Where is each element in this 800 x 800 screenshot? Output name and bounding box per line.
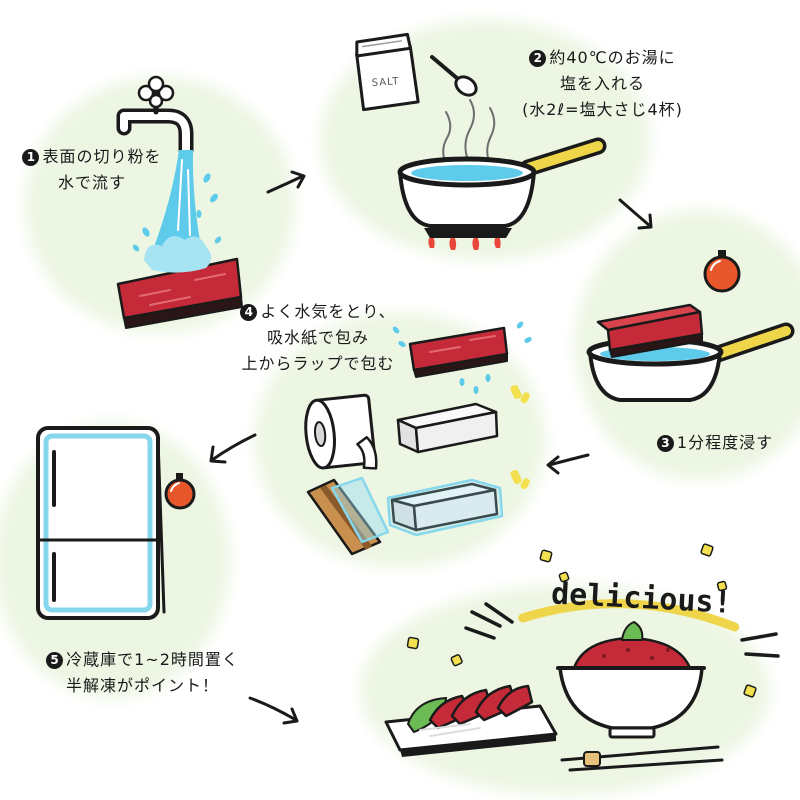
step-3-number-badge: 3 bbox=[656, 435, 674, 452]
step-2-line-2: 塩を入れる bbox=[559, 74, 645, 93]
step-4-text: よく水気をとり、 bbox=[260, 302, 396, 321]
step-1-number-badge: 1 bbox=[22, 149, 40, 166]
step-5-line-2: 半解凍がポイント！ bbox=[65, 676, 219, 695]
step-5-illustration bbox=[36, 426, 196, 620]
step-1-line-2: 水で流す bbox=[57, 173, 126, 192]
sparkle-marks bbox=[510, 384, 530, 490]
step-3-text: 1分程度浸す bbox=[676, 433, 774, 452]
gas-burner-icon bbox=[424, 228, 512, 250]
paper-wrapped-tuna-icon bbox=[396, 402, 499, 454]
arrow-step-2-to-3 bbox=[618, 198, 653, 230]
step-4-line-3: 上からラップで包む bbox=[241, 354, 395, 373]
plastic-wrapped-tuna-icon bbox=[386, 478, 504, 537]
tuna-block-icon bbox=[408, 326, 509, 378]
hot-water bbox=[411, 165, 523, 181]
step-2-number-badge: 2 bbox=[529, 50, 547, 67]
step-4-line-2: 吸水紙で包み bbox=[266, 328, 369, 347]
final-illustration: delicious! bbox=[384, 543, 780, 772]
step-5-number-badge: 5 bbox=[46, 652, 64, 669]
arrow-step-5-to-final bbox=[248, 696, 299, 725]
faucet-icon bbox=[116, 75, 194, 158]
pot-icon bbox=[586, 322, 795, 402]
step-4-number-badge: 4 bbox=[240, 304, 258, 321]
tuna-rice-bowl-icon bbox=[556, 620, 706, 739]
arrow-step-3-to-4 bbox=[546, 453, 590, 475]
sashimi-plate-icon bbox=[384, 684, 558, 757]
steam-lines bbox=[442, 99, 496, 165]
action-lines bbox=[464, 602, 780, 658]
pot-icon bbox=[397, 137, 607, 228]
step-2-line-3: (水2ℓ=塩大さじ4杯) bbox=[522, 100, 683, 119]
chopsticks-icon bbox=[560, 745, 724, 772]
water-stream-icon bbox=[132, 150, 222, 273]
step-2-illustration: SALT bbox=[355, 32, 607, 250]
measuring-spoon-icon bbox=[430, 55, 478, 97]
paper-towel-roll-icon bbox=[304, 393, 378, 470]
board-with-wrap-icon bbox=[306, 476, 390, 556]
refrigerator-icon bbox=[36, 426, 166, 620]
timer-icon bbox=[164, 473, 196, 510]
arrow-step-4-to-5 bbox=[209, 433, 257, 464]
step-3-illustration bbox=[586, 250, 795, 402]
arrow-step-1-to-2 bbox=[266, 170, 306, 194]
tuna-block-icon bbox=[596, 303, 704, 358]
step-1-illustration bbox=[116, 75, 243, 329]
lettering-underline bbox=[518, 599, 740, 632]
step-4-illustration bbox=[304, 321, 532, 556]
water-drops bbox=[392, 321, 532, 394]
step-5-text: 冷蔵庫で1~2時間置く bbox=[66, 650, 239, 669]
salt-bag-icon: SALT bbox=[355, 32, 420, 112]
step-2-text: 約40℃のお湯に bbox=[549, 48, 676, 67]
salt-bag-label: SALT bbox=[371, 76, 399, 89]
sparkle-squares bbox=[406, 543, 757, 698]
step-1-text: 表面の切り粉を bbox=[42, 147, 162, 166]
timer-icon bbox=[703, 250, 741, 293]
